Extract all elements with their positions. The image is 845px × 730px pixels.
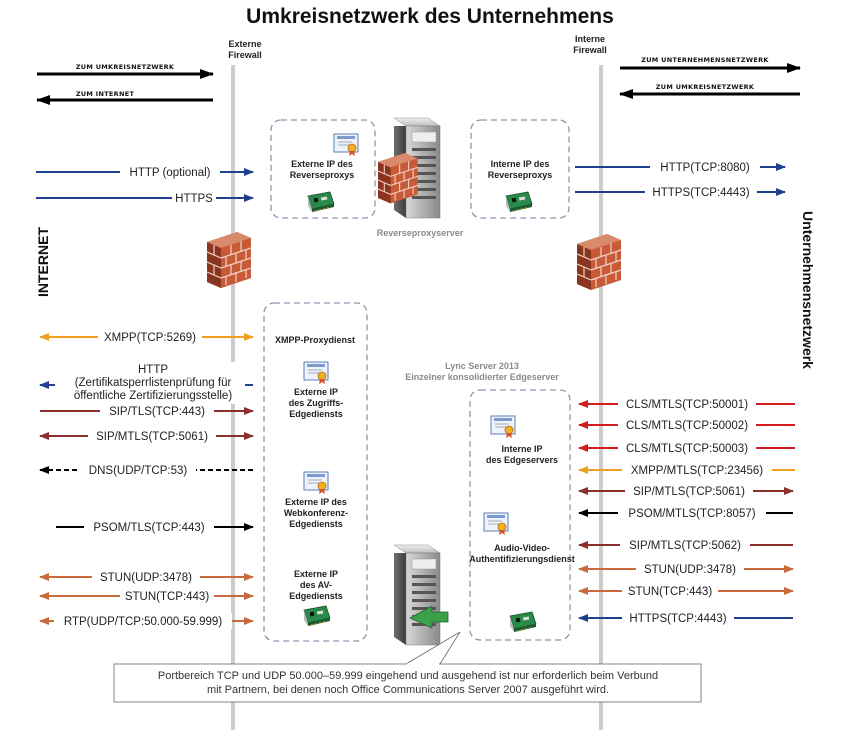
diagram-title: Umkreisnetzwerk des Unternehmens (246, 5, 614, 28)
certificate-icon (333, 133, 359, 157)
left-http-crl-2: (Zertifikatsperrlistenprüfung für (75, 377, 232, 389)
av-auth-label-2: Authentifizierungsdienst (469, 554, 575, 564)
webconf-edge-label-2: Webkonferenz- (284, 508, 348, 518)
right-https-bottom: HTTPS(TCP:4443) (629, 613, 726, 625)
right-cls-3: CLS/MTLS(TCP:50003) (626, 443, 748, 455)
av-edge-label-1: Externe IP (294, 569, 338, 579)
reverse-proxy-internal-box (470, 119, 570, 219)
av-edge-label-3: Edgediensts (289, 591, 343, 601)
certificate-icon (303, 471, 329, 495)
legend-to-internet: ZUM INTERNET (76, 90, 135, 98)
legend-to-perimeter-left: ZUM UMKREISNETZWERK (76, 63, 175, 71)
access-edge-label-2: des Zugriffs- (289, 398, 344, 408)
legend-to-perimeter-right: ZUM UMKREISNETZWERK (656, 83, 755, 91)
certificate-icon (490, 415, 516, 439)
left-psom: PSOM/TLS(TCP:443) (93, 522, 204, 534)
reverse-proxy-brick-icon (377, 152, 419, 204)
right-sip-mtls: SIP/MTLS(TCP:5061) (633, 486, 745, 498)
access-edge-label-1: Externe IP (294, 387, 338, 397)
network-card-icon (303, 605, 331, 627)
left-https: HTTPS (175, 193, 213, 205)
external-firewall-icon (206, 231, 252, 289)
xmpp-proxy-label: XMPP-Proxydienst (275, 335, 355, 345)
left-xmpp: XMPP(TCP:5269) (104, 332, 196, 344)
right-psom-mtls: PSOM/MTLS(TCP:8057) (628, 508, 755, 520)
left-http-crl-1: HTTP (138, 364, 168, 376)
av-edge-label-2: des AV- (300, 580, 332, 590)
left-rtp: RTP(UDP/TCP:50.000-59.999) (64, 616, 222, 628)
left-http-optional: HTTP (optional) (130, 167, 211, 179)
note-line-1: Portbereich TCP und UDP 50.000–59.999 ei… (158, 670, 658, 682)
note-box (113, 663, 702, 703)
right-cls-2: CLS/MTLS(TCP:50002) (626, 420, 748, 432)
left-dns: DNS(UDP/TCP:53) (89, 465, 188, 477)
note-line-2: mit Partnern, bei denen noch Office Comm… (207, 684, 609, 696)
left-sip-tls: SIP/TLS(TCP:443) (109, 406, 205, 418)
external-firewall-label-1: Externe (228, 39, 261, 49)
certificate-icon (303, 361, 329, 385)
right-cls-1: CLS/MTLS(TCP:50001) (626, 399, 748, 411)
internal-firewall-label-2: Firewall (573, 45, 607, 55)
edge-external-box (263, 302, 368, 642)
external-firewall-label-2: Firewall (228, 50, 262, 60)
edge-internal-ip-label-1: Interne IP (501, 444, 542, 454)
internet-side-label: INTERNET (35, 227, 51, 297)
right-http-8080: HTTP(TCP:8080) (660, 162, 750, 174)
right-stun-tcp: STUN(TCP:443) (628, 586, 713, 598)
access-edge-label-3: Edgediensts (289, 409, 343, 419)
webconf-edge-label-1: Externe IP des (285, 497, 347, 507)
av-auth-label-1: Audio-Video- (494, 543, 550, 553)
right-stun-udp: STUN(UDP:3478) (644, 564, 736, 576)
rp-external-ip-label-2: Reverseproxys (290, 170, 355, 180)
webconf-edge-label-3: Edgediensts (289, 519, 343, 529)
edge-title-1: Lync Server 2013 (445, 361, 519, 371)
left-stun-tcp: STUN(TCP:443) (125, 591, 210, 603)
edge-server-icon (393, 544, 441, 646)
right-https-4443: HTTPS(TCP:4443) (652, 187, 749, 199)
corporate-side-label: Unternehmensnetzwerk (800, 211, 816, 369)
edge-title-2: Einzelner konsolidierter Edgeserver (405, 372, 559, 382)
internal-firewall-label-1: Interne (575, 34, 605, 44)
certificate-icon (483, 512, 509, 536)
edge-internal-ip-label-2: des Edgeservers (486, 455, 558, 465)
internal-firewall-icon (576, 233, 622, 291)
sync-arrow-icon (409, 605, 449, 629)
network-card-icon (505, 191, 533, 213)
right-xmpp-mtls: XMPP/MTLS(TCP:23456) (631, 465, 763, 477)
network-card-icon (509, 611, 537, 633)
rp-internal-ip-label-1: Interne IP des (491, 159, 550, 169)
rp-external-ip-label-1: Externe IP des (291, 159, 353, 169)
edge-internal-box (469, 389, 571, 641)
legend-to-corporate: ZUM UNTERNEHMENSNETZWERK (641, 56, 769, 64)
rp-internal-ip-label-2: Reverseproxys (488, 170, 553, 180)
reverse-proxy-external-box (270, 119, 376, 219)
left-stun-udp: STUN(UDP:3478) (100, 572, 192, 584)
reverse-proxy-server-label: Reverseproxyserver (377, 228, 464, 238)
network-card-icon (307, 191, 335, 213)
right-sip-mtls-5062: SIP/MTLS(TCP:5062) (629, 540, 741, 552)
left-http-crl-3: öffentliche Zertifizierungsstelle) (74, 390, 232, 402)
left-sip-mtls: SIP/MTLS(TCP:5061) (96, 431, 208, 443)
